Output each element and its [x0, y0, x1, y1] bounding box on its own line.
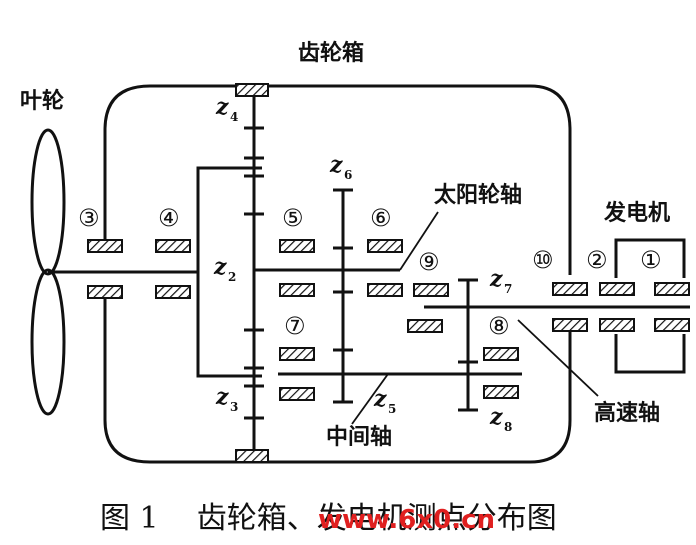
- gear-label-z7: z 7: [489, 266, 512, 296]
- bearing-6-lower: [367, 283, 403, 297]
- svg-text:z: z: [489, 404, 503, 430]
- planet-carrier: [196, 166, 262, 378]
- gearbox-housing: [103, 84, 572, 275]
- measuring-point-4: ④: [158, 204, 180, 232]
- watermark: www.6x0.cn: [318, 505, 495, 535]
- measuring-point-3: ③: [78, 204, 100, 232]
- measuring-point-6: ⑥: [370, 204, 392, 232]
- gearbox-bottom-bearing: [235, 449, 269, 463]
- bearing-5-upper: [279, 239, 315, 253]
- bearing-7-upper: [279, 347, 315, 361]
- svg-text:2: 2: [228, 270, 236, 284]
- gearbox-top-bearing: [235, 83, 269, 97]
- bearing-4-lower: [155, 285, 191, 299]
- measuring-point-9: ⑨: [418, 248, 440, 276]
- intermediate-shaft-label: 中间轴: [326, 424, 392, 450]
- bearing-9-lower: [407, 319, 443, 333]
- bearing-8-upper: [483, 347, 519, 361]
- bearing-3-upper: [87, 239, 123, 253]
- gear-label-z3: z 3: [215, 384, 238, 414]
- intermediate-shaft-pointer: [351, 373, 389, 425]
- measuring-point-10: ⑩: [532, 246, 554, 274]
- svg-text:z: z: [489, 266, 503, 292]
- bearing-6-upper: [367, 239, 403, 253]
- generator-label: 发电机: [603, 200, 670, 226]
- bearing-5-lower: [279, 283, 315, 297]
- svg-text:z: z: [213, 254, 227, 280]
- sun-shaft-pointer: [399, 211, 439, 271]
- high-speed-shaft-label: 高速轴: [594, 400, 660, 426]
- gear-label-z5: z 5: [373, 386, 396, 416]
- bearing-10-upper: [552, 282, 588, 296]
- gearbox-housing-lower: [103, 298, 572, 464]
- svg-text:z: z: [215, 384, 229, 410]
- measuring-point-8: ⑧: [488, 312, 510, 340]
- svg-text:z: z: [373, 386, 387, 412]
- svg-text:4: 4: [230, 110, 238, 124]
- bearing-1-upper: [654, 282, 690, 296]
- svg-text:7: 7: [504, 282, 512, 296]
- svg-text:3: 3: [230, 400, 238, 414]
- figure-caption: 图 1 齿轮箱、发电机测点分布图: [100, 501, 557, 536]
- measuring-point-2: ②: [586, 246, 608, 274]
- gear-label-z2: z 2: [213, 254, 236, 284]
- gear-label-z4: z 4: [215, 94, 238, 124]
- gearbox-label: 齿轮箱: [298, 40, 364, 66]
- impeller-blade-lower: [30, 268, 66, 416]
- svg-text:5: 5: [388, 402, 396, 416]
- svg-text:6: 6: [344, 168, 352, 182]
- measuring-point-5: ⑤: [282, 204, 304, 232]
- bearing-3-lower: [87, 285, 123, 299]
- svg-text:8: 8: [504, 420, 512, 434]
- measuring-point-7: ⑦: [284, 312, 306, 340]
- sun-shaft-label: 太阳轮轴: [434, 182, 522, 208]
- bearing-4-upper: [155, 239, 191, 253]
- impeller-blade-upper: [30, 128, 66, 276]
- bearing-9: [413, 283, 449, 297]
- bearing-2-upper: [599, 282, 635, 296]
- bearing-1-lower: [654, 318, 690, 332]
- svg-text:z: z: [329, 152, 343, 178]
- high-speed-shaft-pointer: [517, 319, 599, 397]
- impeller-label: 叶轮: [20, 88, 64, 114]
- bearing-8-lower: [483, 385, 519, 399]
- bearing-7-lower: [279, 387, 315, 401]
- gear-label-z8: z 8: [489, 404, 512, 434]
- bearing-2-lower: [599, 318, 635, 332]
- gear-label-z6: z 6: [329, 152, 352, 182]
- measuring-point-1: ①: [640, 246, 662, 274]
- bearing-10-lower: [552, 318, 588, 332]
- generator-housing: [614, 238, 686, 374]
- svg-text:z: z: [215, 94, 229, 120]
